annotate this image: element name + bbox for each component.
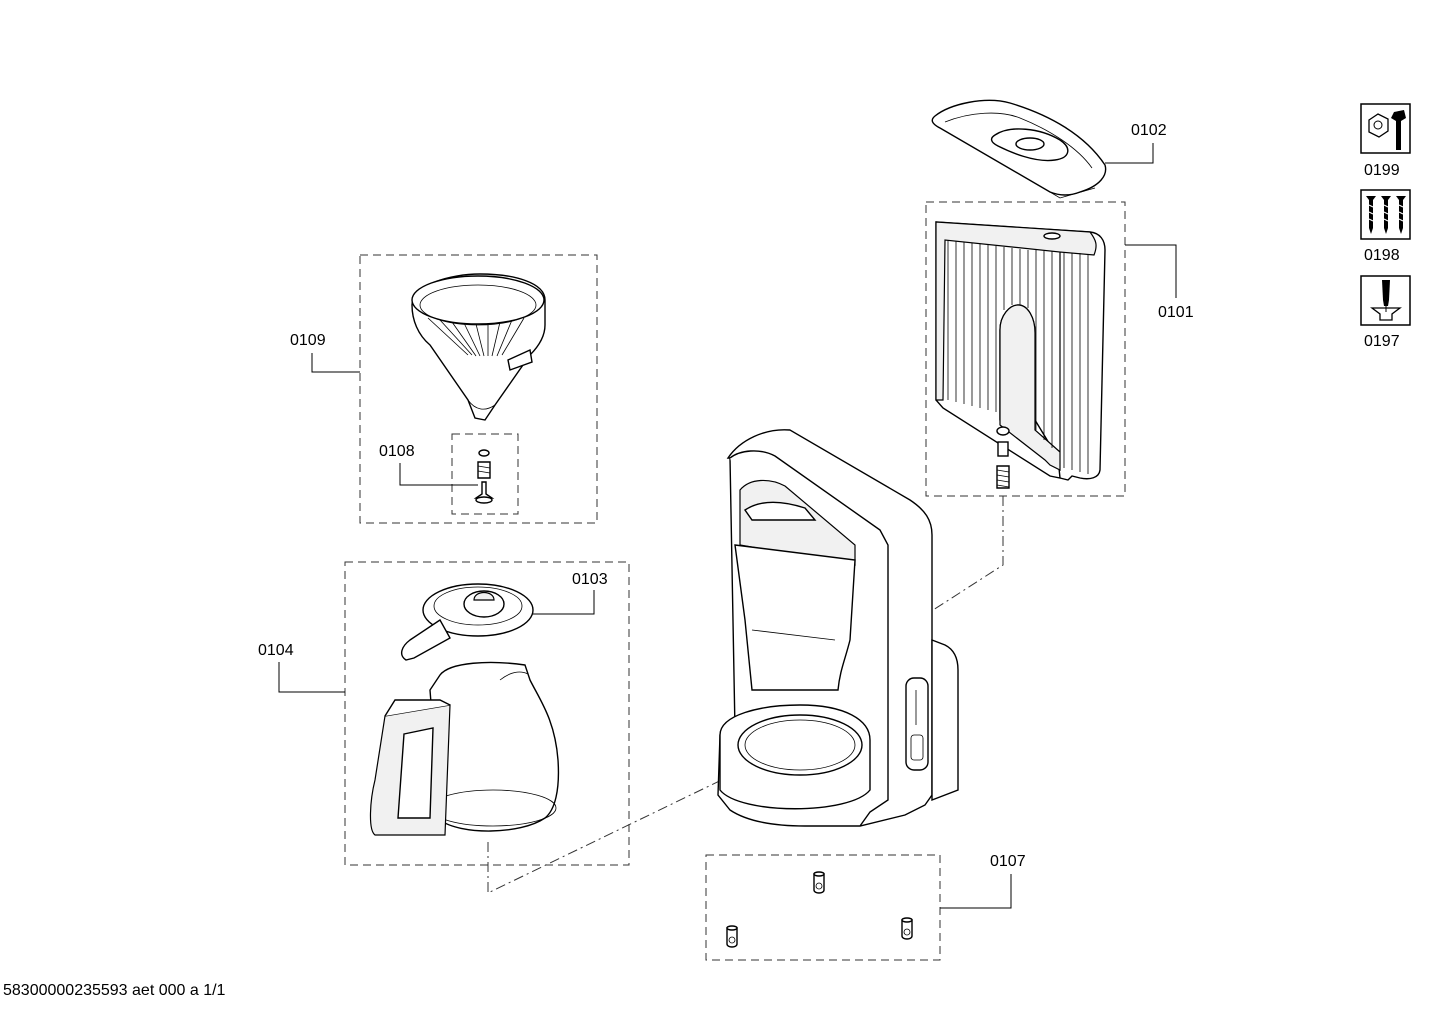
nut-wrench-icon (1360, 103, 1411, 154)
label-0109: 0109 (290, 332, 326, 349)
leader-0108 (399, 463, 478, 486)
drawing-number-footer: 58300000235593 aet 000 a 1/1 (3, 982, 226, 999)
leader-0102 (1105, 143, 1154, 164)
group-box-carafe (344, 561, 630, 866)
label-0102: 0102 (1131, 122, 1167, 139)
carafe-lid-drawing (400, 583, 534, 661)
water-tank-drawing (935, 221, 1106, 489)
group-box-feet (705, 854, 941, 961)
leader-0101 (1125, 244, 1177, 298)
coffee-maker-body-drawing (717, 429, 959, 827)
group-box-valve (451, 433, 519, 515)
carafe-drawing (369, 661, 560, 836)
label-0107: 0107 (990, 853, 1026, 870)
label-0104: 0104 (258, 642, 294, 659)
assembly-line-carafe (487, 715, 801, 894)
label-0103: 0103 (572, 571, 608, 588)
legend-label-0199: 0199 (1364, 162, 1400, 179)
label-0108: 0108 (379, 443, 415, 460)
group-box-filter (359, 254, 598, 524)
screws-icon (1360, 189, 1411, 240)
leader-0103 (530, 590, 595, 615)
leader-0109 (311, 353, 360, 373)
group-box-tank (925, 201, 1126, 497)
feet-drawing (726, 871, 913, 948)
valve-spring-drawing (473, 449, 495, 504)
leader-0107 (940, 874, 1012, 909)
label-0101: 0101 (1158, 304, 1194, 321)
legend-label-0198: 0198 (1364, 247, 1400, 264)
legend-label-0197: 0197 (1364, 333, 1400, 350)
leader-0104 (278, 662, 345, 693)
assembly-line-tank (929, 496, 1004, 613)
screwdriver-icon (1360, 275, 1411, 326)
filter-basket-drawing (411, 273, 546, 421)
tank-lid-drawing (931, 99, 1107, 199)
